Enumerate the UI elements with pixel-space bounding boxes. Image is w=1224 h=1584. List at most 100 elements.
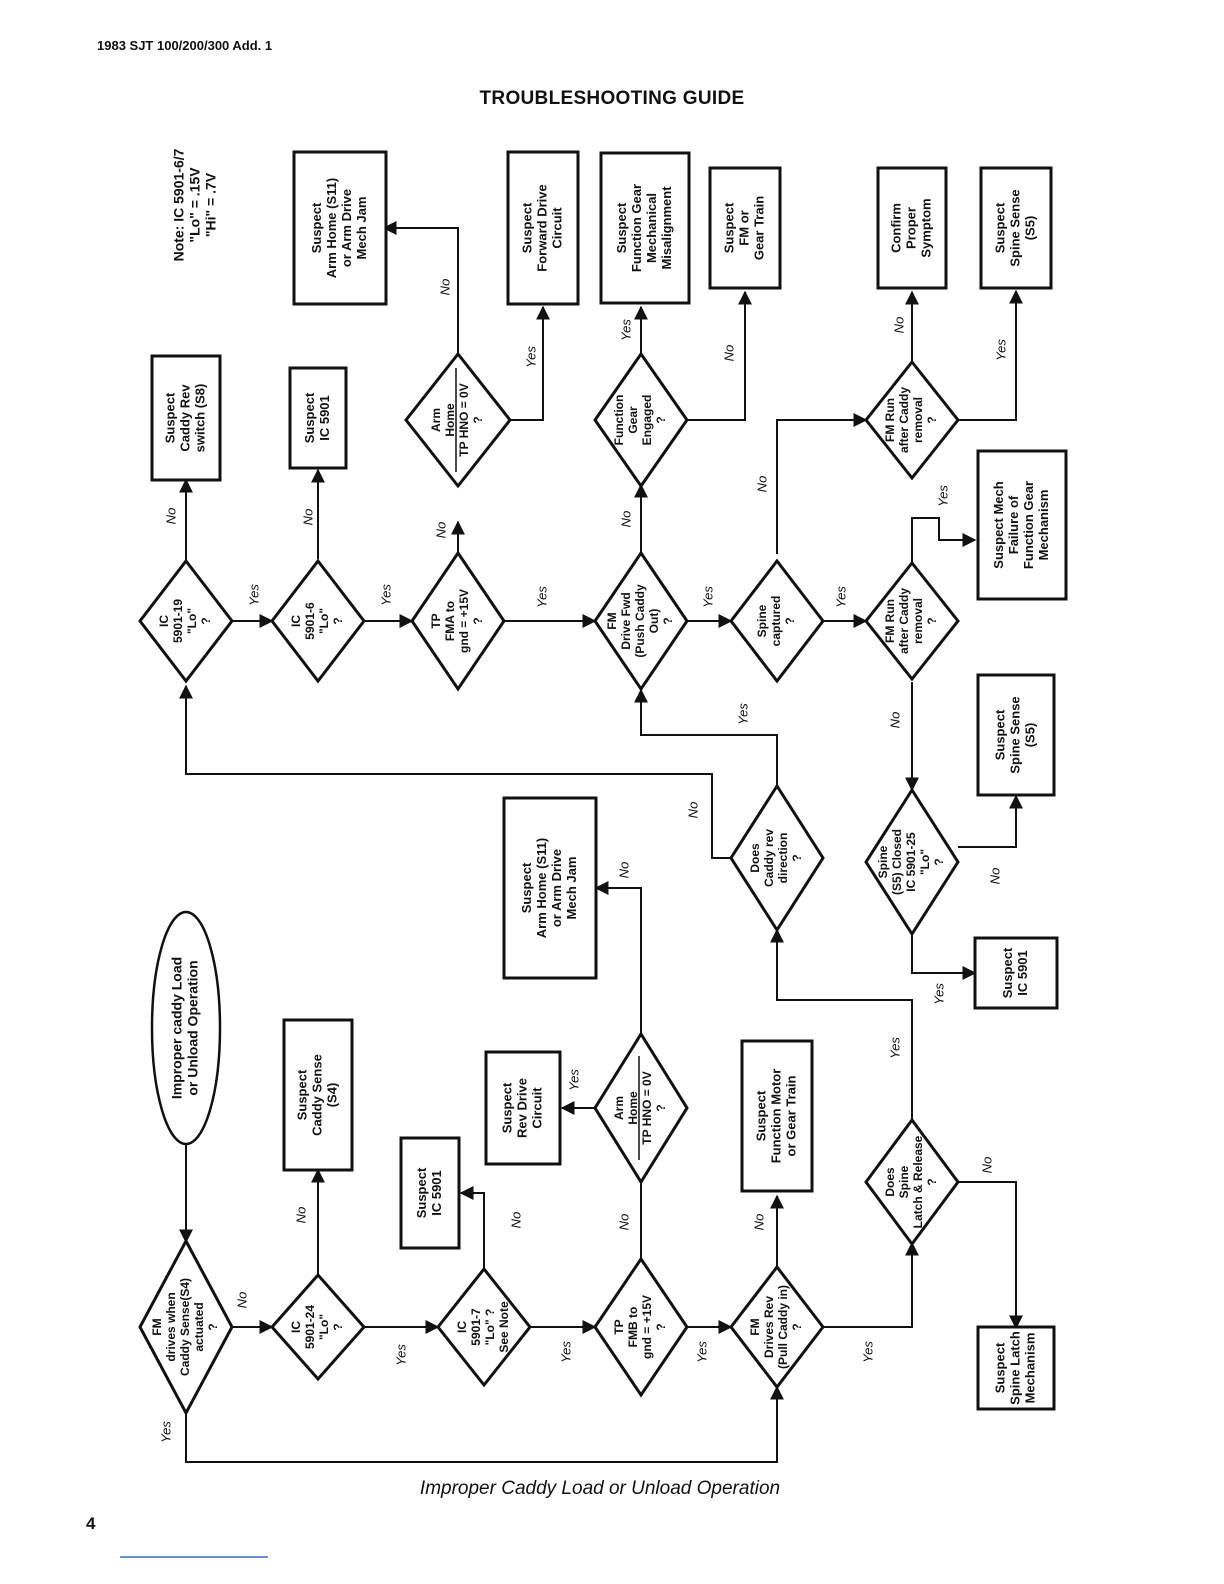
branch-text: Yes (700, 586, 715, 608)
yes-label: Yes (887, 1037, 902, 1059)
no-label: No (979, 1157, 994, 1174)
branch-text: Yes (246, 584, 261, 606)
decision-text-line: Does (748, 843, 762, 873)
decision-diamond (593, 1031, 689, 1185)
box-text-line: switch (S8) (192, 384, 207, 453)
decision-text-line: TP HNO = 0V (457, 383, 471, 456)
decision-text-line: ? (654, 1323, 668, 1330)
no-label: No (987, 868, 1002, 885)
box-text-line: (S5) (1022, 723, 1037, 748)
decision-text-line: ? (206, 1323, 220, 1330)
branch-text: No (437, 279, 452, 296)
decision-text-line: ? (654, 416, 668, 423)
no-label: No (293, 1207, 308, 1224)
decision-text-line: Arm (612, 1096, 626, 1120)
box-text-line: Function Gear (1021, 481, 1036, 569)
box-text-line: Proper (903, 207, 918, 249)
decision-text-line: (Push Caddy (633, 584, 647, 658)
box-text-line: Suspect Mech (991, 481, 1006, 568)
branch-text: Yes (833, 586, 848, 608)
box-text-line: Gear Train (751, 196, 766, 260)
decision-text-line: Home (443, 403, 457, 437)
box-text-line: Confirm (888, 203, 903, 253)
page-number: 4 (86, 1514, 96, 1533)
start-ellipse (150, 910, 222, 1146)
box-text-line: Suspect (162, 392, 177, 443)
no-label: No (891, 317, 906, 334)
box-text-line: or Arm Drive (339, 189, 354, 267)
flow-arrow (459, 1186, 485, 1270)
yes-label: Yes (246, 584, 261, 606)
decision-text-line: Out) (647, 609, 661, 634)
decision-diamond (864, 359, 960, 481)
branch-labels: YesNoNoYesNoYesNoYesYesNoNoYesNoYesNoYes… (158, 279, 1008, 1443)
result-box (288, 366, 348, 470)
decision-text-line: ? (471, 617, 485, 624)
decision-text-line: TP HNO = 0V (640, 1071, 654, 1144)
decision-diamond (410, 550, 506, 692)
box-text-line: Mech Jam (354, 197, 369, 260)
decision-text-line: ? (654, 1104, 668, 1111)
box-text-line: Mech Jam (564, 857, 579, 920)
branch-text: No (433, 522, 448, 539)
no-label: No (754, 476, 769, 493)
result-box (506, 150, 580, 306)
yes-label: Yes (558, 1341, 573, 1363)
decision-text-line: "Lo" (317, 1314, 331, 1340)
decision-text-line: FM Run (883, 398, 897, 442)
branch-text: Yes (935, 485, 950, 507)
flow-arrow (958, 794, 1023, 848)
result-box (399, 1136, 461, 1250)
box-text-line: IC 5901 (1015, 950, 1030, 996)
box-text-line: Suspect (519, 202, 534, 253)
decision-text-line: TP (612, 1319, 626, 1334)
decision-text-line: "Lo" (317, 608, 331, 634)
decision-text-line: FMB to (626, 1307, 640, 1348)
box-text-line: Symptom (918, 198, 933, 257)
decision-text-line: Latch & Release (911, 1135, 925, 1228)
box-text-line: (S5) (1022, 216, 1037, 241)
box-text-line: Suspect (721, 202, 736, 253)
decision-text-line: "Lo" ? (483, 1309, 497, 1346)
box-text-line: Suspect (992, 709, 1007, 760)
box-text-line: Suspect (753, 1090, 768, 1141)
decision-text-line: "Lo" (185, 608, 199, 634)
box-text-line: Suspect (992, 202, 1007, 253)
decision-text-line: 5901-6 (303, 602, 317, 640)
result-box (973, 936, 1059, 1010)
branch-text: No (293, 1207, 308, 1224)
decision-text-line: IC (289, 615, 303, 627)
no-label: No (437, 279, 452, 296)
branch-text: No (234, 1292, 249, 1309)
no-label: No (751, 1214, 766, 1231)
decision-text-line: direction (776, 833, 790, 884)
branch-text: No (508, 1212, 523, 1229)
decision-text-line: Caddy Sense(S4) (178, 1278, 192, 1376)
flow-arrow (823, 1241, 919, 1328)
result-box (599, 151, 691, 305)
result-box (740, 1039, 814, 1193)
decision-text-line: ? (661, 617, 675, 624)
box-text-line: Function Motor (768, 1069, 783, 1164)
decision-text-line: gnd = +15V (457, 589, 471, 653)
